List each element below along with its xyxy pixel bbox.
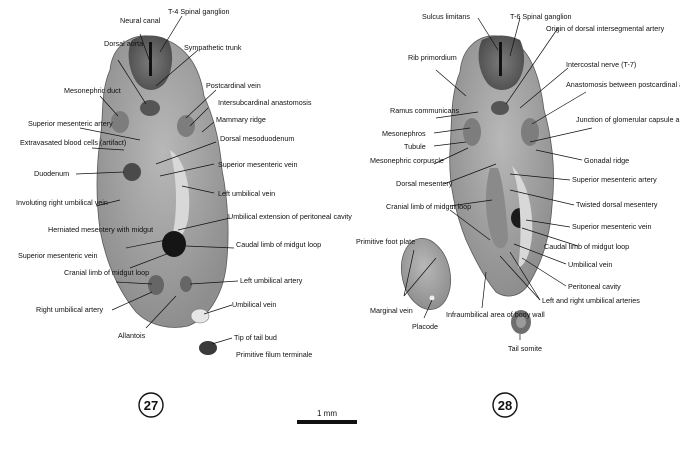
section-28-placode [429,295,435,301]
scale-bar-label: 1 mm [317,409,337,418]
label-junction: Junction of glomerular capsule and tubul… [576,115,680,124]
section-27-midgut-loop-dark [162,231,186,257]
label-tip-tail-bud: Tip of tail bud [234,333,277,342]
label-gonadal-ridge: Gonadal ridge [584,156,629,165]
label-caudal-limb-28: Caudal limb of midgut loop [544,242,629,251]
section-27-tail-bud [199,341,217,355]
label-dorsal-aorta: Dorsal aorta [104,39,143,48]
label-sup-mes-vein-28: Superior mesenteric vein [572,222,652,231]
label-ramus-communicans: Ramus communicans [390,106,460,115]
label-cranial-limb-28: Cranial limb of midgut loop [386,202,471,211]
label-primitive-filum: Primitive filum terminale [236,350,312,359]
label-sup-mes-artery-27: Superior mesenteric artery [28,119,113,128]
label-intercostal-nerve: Intercostal nerve (T-7) [566,60,636,69]
label-left-umbilical-artery: Left umbilical artery [240,276,303,285]
label-caudal-limb-27: Caudal limb of midgut loop [236,240,321,249]
section-27-body-outline [96,35,229,328]
section-27-mesonephros-right [177,115,195,137]
label-extravasated: Extravasated blood cells (artifact) [20,138,126,147]
label-sympathetic-trunk: Sympathetic trunk [184,43,242,52]
label-tail-somite: Tail somite [508,344,542,353]
section-28-peritoneal-cavity [512,166,533,268]
label-marginal-vein: Marginal vein [370,306,413,315]
section-27-peritoneal-cavity [170,150,190,244]
label-twisted-dorsal: Twisted dorsal mesentery [576,200,658,209]
label-mammary-ridge: Mammary ridge [216,115,266,124]
section-28-tail-somite-inner [516,316,526,328]
label-mesonephros: Mesonephros [382,129,426,138]
section-28-foot-plate [401,238,451,310]
label-origin-dorsal: Origin of dorsal intersegmental artery [546,24,665,33]
footer: 27 28 1 mm [138,392,518,424]
section-28-midgut-cranial [485,168,508,249]
section-27-mesonephros-left [111,111,129,133]
section-28-mesonephros-right [521,118,539,146]
section-27-cranial-limb [148,275,164,295]
label-involuting-right: Involuting right umbilical vein [16,198,108,207]
label-sup-mes-artery-28: Superior mesenteric artery [572,175,657,184]
label-herniated: Herniated mesentery with midgut [48,225,153,234]
label-mesonephric-corpuscle: Mesonephric corpuscle [370,156,444,165]
section-28-leader-lines [403,17,593,340]
label-peritoneal-cavity: Peritoneal cavity [568,282,621,291]
section-28-mesonephros-left [463,118,481,146]
section-28-neural-canal [499,42,502,76]
label-anastomosis: Anastomosis between postcardinal and sub… [566,80,680,89]
label-sup-mes-vein-bottom: Superior mesenteric vein [18,251,98,260]
section-28-labels: Sulcus limitans T-6 Spinal ganglion Orig… [356,12,680,353]
label-dorsal-mesentery: Dorsal mesentery [396,179,453,188]
scale-bar [297,420,357,424]
section-number-28: 28 [498,398,512,413]
label-infraumbilical: Infraumbilical area of body wall [446,310,545,319]
label-right-umbilical-artery: Right umbilical artery [36,305,104,314]
section-27-umbilical-vein-ring [190,308,210,324]
section-27-left-umb-artery [180,276,192,292]
section-28-tissue [401,35,554,334]
section-number-28-circle [492,392,518,418]
label-left-right-arteries: Left and right umbilical arteries [542,296,640,305]
label-primitive-foot-plate: Primitive foot plate [356,237,415,246]
label-sup-mes-vein-top: Superior mesenteric vein [218,160,298,169]
section-27-labels: Neural canal T-4 Spinal ganglion Dorsal … [16,7,352,359]
section-27-tissue [96,35,229,355]
label-postcardinal-vein: Postcardinal vein [206,81,261,90]
label-left-umbilical-vein: Left umbilical vein [218,189,275,198]
section-27-neural-canal [149,42,152,76]
label-placode: Placode [412,322,438,331]
label-umbilical-extension: Umbilical extension of peritoneal cavity [228,212,352,221]
section-28-dorsal-aorta [491,101,509,115]
section-27-duodenum [123,163,141,181]
section-number-27-circle [138,392,164,418]
label-t6-ganglion: T-6 Spinal ganglion [510,12,572,21]
label-mesonephric-duct: Mesonephric duct [64,86,121,95]
label-tubule: Tubule [404,142,426,151]
section-27-leader-lines [75,15,239,345]
label-neural-canal: Neural canal [120,16,161,25]
label-sulcus-limitans: Sulcus limitans [422,12,470,21]
label-rib-primordium: Rib primordium [408,53,457,62]
label-dorsal-mesoduodenum: Dorsal mesoduodenum [220,134,294,143]
label-allantois: Allantois [118,331,146,340]
label-intersubcardinal: Intersubcardinal anastomosis [218,98,312,107]
label-umbilical-vein-28: Umbilical vein [568,260,612,269]
label-umbilical-vein-27: Umbilical vein [232,300,276,309]
label-duodenum: Duodenum [34,169,69,178]
section-number-27: 27 [144,398,158,413]
label-cranial-limb-27: Cranial limb of midgut loop [64,268,149,277]
section-27-dorsal-aorta [140,100,160,116]
label-t4-ganglion: T-4 Spinal ganglion [168,7,230,16]
